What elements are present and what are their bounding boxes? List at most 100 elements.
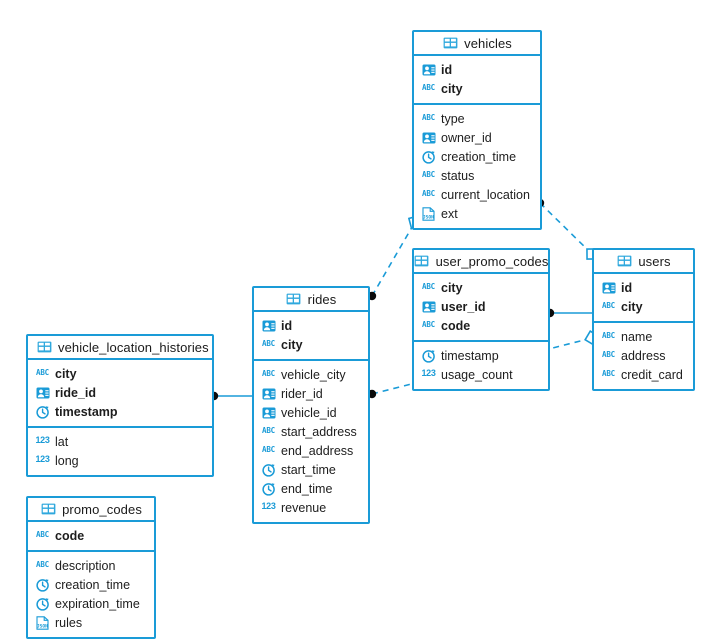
column-label: start_address	[281, 424, 357, 439]
table-header-user_promo_codes[interactable]: user_promo_codes	[414, 250, 548, 274]
table-header-vehicles[interactable]: vehicles	[414, 32, 540, 56]
column-label: user_id	[441, 299, 486, 314]
column-label: description	[55, 558, 116, 573]
table-grid-icon	[36, 340, 52, 354]
primary-key-column-user_id[interactable]: user_id	[414, 297, 548, 316]
abc-string-type-icon: ABC	[422, 112, 435, 122]
column-creation_time[interactable]: creation_time	[28, 575, 154, 594]
column-expiration_time[interactable]: expiration_time	[28, 594, 154, 613]
clock-timestamp-type-icon	[35, 597, 50, 611]
column-rider_id[interactable]: rider_id	[254, 384, 368, 403]
abc-string-type-icon: ABC	[602, 330, 615, 340]
table-header-rides[interactable]: rides	[254, 288, 368, 312]
abc-string-type-icon: ABC	[422, 169, 435, 179]
table-header-vehicle_location_histories[interactable]: vehicle_location_histories	[28, 336, 212, 360]
id-card-uuid-type-icon	[421, 131, 436, 145]
column-label: id	[281, 318, 293, 333]
abc-string-type-icon: ABC	[262, 425, 275, 435]
primary-key-column-timestamp[interactable]: timestamp	[28, 402, 212, 421]
relationship-line	[539, 202, 593, 255]
table-header-promo_codes[interactable]: promo_codes	[28, 498, 154, 522]
abc-string-type-icon: ABC	[262, 368, 275, 378]
column-label: revenue	[281, 500, 327, 515]
column-owner_id[interactable]: owner_id	[414, 128, 540, 147]
column-label: creation_time	[441, 149, 517, 164]
column-label: timestamp	[441, 348, 499, 363]
primary-key-column-id[interactable]: id	[254, 316, 368, 335]
column-start_address[interactable]: ABC start_address	[254, 422, 368, 441]
relationship-vehicle_location_histories-to-rides[interactable]	[209, 391, 252, 401]
column-start_time[interactable]: start_time	[254, 460, 368, 479]
primary-key-column-id[interactable]: id	[594, 278, 693, 297]
table-grid-icon	[40, 502, 56, 516]
table-title: user_promo_codes	[435, 253, 549, 269]
column-label: city	[55, 366, 77, 381]
clock-timestamp-type-icon	[35, 578, 50, 592]
123-number-type-icon: 123	[35, 454, 50, 464]
column-label: address	[621, 348, 666, 363]
column-label: rules	[55, 615, 83, 630]
abc-string-type-icon: ABC	[422, 82, 435, 92]
table-grid-icon	[414, 254, 430, 268]
svg-text:JSON: JSON	[423, 214, 434, 220]
abc-string-type-icon: ABC	[602, 368, 615, 378]
primary-key-column-id[interactable]: id	[414, 60, 540, 79]
clock-timestamp-type-icon	[261, 463, 276, 477]
column-label: lat	[55, 434, 69, 449]
column-label: usage_count	[441, 367, 513, 382]
column-creation_time[interactable]: creation_time	[414, 147, 540, 166]
primary-key-column-ride_id[interactable]: ride_id	[28, 383, 212, 402]
column-address[interactable]: ABC address	[594, 346, 693, 365]
column-label: expiration_time	[55, 596, 140, 611]
table-header-users[interactable]: users	[594, 250, 693, 274]
column-vehicle_id[interactable]: vehicle_id	[254, 403, 368, 422]
column-label: vehicle_id	[281, 405, 337, 420]
column-end_time[interactable]: end_time	[254, 479, 368, 498]
column-label: city	[621, 299, 643, 314]
id-card-uuid-type-icon	[35, 386, 50, 400]
relationship-user_promo_codes-to-users[interactable]	[545, 308, 592, 318]
json-document-type-icon: JSON	[35, 615, 50, 630]
id-card-uuid-type-icon	[601, 281, 616, 295]
column-rules[interactable]: JSON rules	[28, 613, 154, 632]
column-label: id	[441, 62, 453, 77]
json-document-type-icon: JSON	[421, 206, 436, 221]
column-timestamp[interactable]: timestamp	[414, 346, 548, 365]
abc-string-type-icon: ABC	[602, 349, 615, 359]
